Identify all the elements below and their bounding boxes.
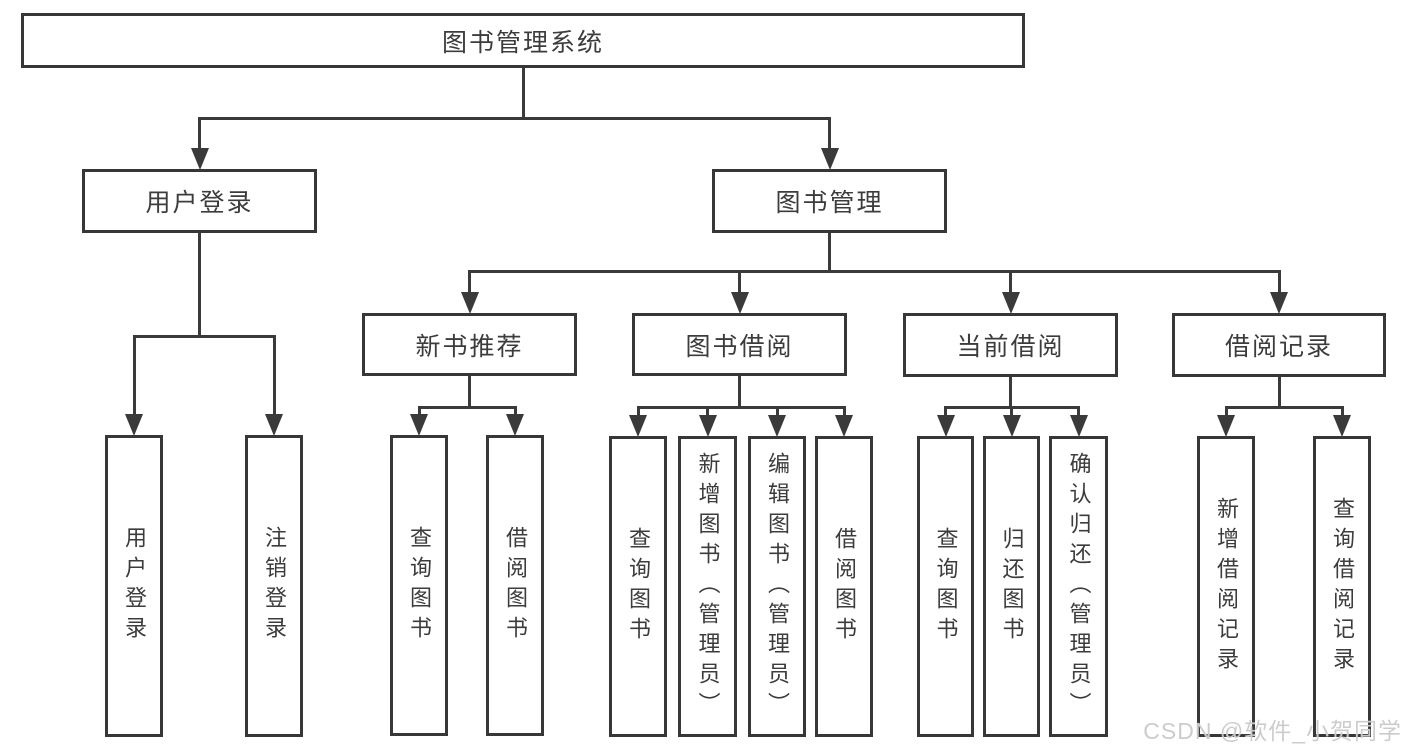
edge-drop-v-return-book xyxy=(1010,406,1013,417)
node-label-v-query-book-b: 查询图书 xyxy=(626,526,651,647)
node-v-return-book: 归还图书 xyxy=(983,436,1040,737)
csdn-watermark: CSDN @软件_小贺同学 xyxy=(1143,718,1402,744)
edge-stem-borrow-records xyxy=(1277,377,1281,409)
node-v-borrow-book-b: 借阅图书 xyxy=(815,436,873,737)
arrow-down-icon-new-book-rec xyxy=(460,292,479,314)
edge-drop-v-user-login xyxy=(132,335,136,416)
arrow-down-icon-v-logout xyxy=(265,414,283,436)
node-label-v-add-book: 新增图书（管理员） xyxy=(695,451,721,722)
node-label-new-book-rec: 新书推荐 xyxy=(415,332,524,361)
edge-stem-book-borrow xyxy=(738,376,741,409)
edge-stem-new-book-rec xyxy=(468,376,471,409)
arrow-down-icon-user-login xyxy=(190,148,209,170)
arrow-down-icon-v-query-record xyxy=(1333,415,1351,437)
node-book-borrow: 图书借阅 xyxy=(632,313,847,376)
arrow-down-icon-book-borrow xyxy=(730,292,749,314)
node-current-borrow: 当前借阅 xyxy=(903,313,1118,377)
edge-drop-v-edit-book xyxy=(775,406,779,417)
edge-stem-root xyxy=(521,68,525,120)
edge-drop-book-borrow xyxy=(738,270,741,294)
edge-rail-book-borrow xyxy=(636,406,846,409)
arrow-down-icon-v-return-book xyxy=(1002,415,1021,437)
edge-drop-v-query-book-b xyxy=(636,406,640,417)
edge-drop-new-book-rec xyxy=(468,270,471,294)
node-v-edit-book: 编辑图书（管理员） xyxy=(748,436,806,737)
node-borrow-records: 借阅记录 xyxy=(1172,313,1386,377)
edge-drop-borrow-records xyxy=(1277,270,1281,294)
node-v-user-login: 用户登录 xyxy=(105,435,163,737)
node-label-v-logout: 注销登录 xyxy=(262,526,287,646)
edge-drop-book-mgmt xyxy=(828,117,831,150)
edge-stem-book-mgmt xyxy=(828,233,831,273)
node-label-user-login: 用户登录 xyxy=(145,189,254,217)
edge-drop-v-query-book-c xyxy=(944,406,947,417)
arrow-down-icon-v-query-book-c xyxy=(936,415,955,437)
node-book-mgmt: 图书管理 xyxy=(712,169,947,233)
edge-drop-user-login xyxy=(198,117,201,150)
node-label-v-confirm-return: 确认归还（管理员） xyxy=(1066,451,1092,722)
node-v-query-record: 查询借阅记录 xyxy=(1313,436,1371,737)
node-v-add-record: 新增借阅记录 xyxy=(1197,436,1255,737)
node-label-v-user-login: 用户登录 xyxy=(122,526,147,646)
node-user-login: 用户登录 xyxy=(82,169,317,233)
node-label-root: 图书管理系统 xyxy=(441,28,604,57)
edge-rail-user-login xyxy=(132,335,276,338)
arrow-down-icon-v-query-book-a xyxy=(410,414,428,436)
arrow-down-icon-v-confirm-return xyxy=(1069,415,1088,437)
arrow-down-icon-borrow-records xyxy=(1270,292,1288,314)
edge-rail-root xyxy=(198,117,831,120)
edge-drop-v-logout xyxy=(272,335,276,416)
node-label-v-query-book-c: 查询图书 xyxy=(933,526,959,647)
edge-drop-v-query-book-a xyxy=(417,406,421,416)
arrow-down-icon-v-borrow-book-a xyxy=(506,414,524,436)
node-label-v-borrow-book-a: 借阅图书 xyxy=(503,525,528,646)
edge-drop-v-borrow-book-b xyxy=(842,406,846,417)
node-label-book-borrow: 图书借阅 xyxy=(685,332,794,361)
node-label-v-query-book-a: 查询图书 xyxy=(407,525,432,646)
node-label-v-add-record: 新增借阅记录 xyxy=(1214,496,1239,677)
edge-rail-book-mgmt xyxy=(468,270,1281,273)
node-v-query-book-b: 查询图书 xyxy=(609,436,667,737)
edge-stem-current-borrow xyxy=(1009,377,1012,409)
node-label-v-return-book: 归还图书 xyxy=(999,526,1025,647)
node-v-confirm-return: 确认归还（管理员） xyxy=(1049,436,1108,737)
node-label-borrow-records: 借阅记录 xyxy=(1224,333,1333,361)
edge-stem-user-login xyxy=(198,233,201,338)
node-v-logout: 注销登录 xyxy=(245,435,303,737)
edge-rail-borrow-records xyxy=(1224,406,1344,409)
arrow-down-icon-current-borrow xyxy=(1001,292,1020,314)
node-root: 图书管理系统 xyxy=(21,13,1025,68)
edge-drop-v-add-book xyxy=(706,406,709,417)
edge-drop-v-add-record xyxy=(1224,406,1228,417)
node-label-book-mgmt: 图书管理 xyxy=(775,189,884,217)
edge-rail-new-book-rec xyxy=(417,406,517,409)
arrow-down-icon-book-mgmt xyxy=(820,148,839,170)
arrow-down-icon-v-borrow-book-b xyxy=(835,415,853,437)
node-v-query-book-c: 查询图书 xyxy=(917,436,974,737)
edge-drop-v-query-record xyxy=(1340,406,1344,417)
node-label-v-borrow-book-b: 借阅图书 xyxy=(832,526,857,647)
edge-drop-v-borrow-book-a xyxy=(513,406,517,416)
arrow-down-icon-v-add-book xyxy=(698,415,717,437)
node-label-current-borrow: 当前借阅 xyxy=(956,333,1065,361)
edge-drop-current-borrow xyxy=(1009,270,1012,294)
node-v-add-book: 新增图书（管理员） xyxy=(678,436,737,737)
node-v-borrow-book-a: 借阅图书 xyxy=(486,435,544,736)
edge-drop-v-confirm-return xyxy=(1077,406,1080,417)
arrow-down-icon-v-add-record xyxy=(1217,415,1235,437)
arrow-down-icon-v-user-login xyxy=(125,414,143,436)
node-new-book-rec: 新书推荐 xyxy=(362,313,577,376)
arrow-down-icon-v-edit-book xyxy=(768,415,786,437)
node-label-v-edit-book: 编辑图书（管理员） xyxy=(765,451,790,722)
arrow-down-icon-v-query-book-b xyxy=(629,415,647,437)
node-label-v-query-record: 查询借阅记录 xyxy=(1330,496,1355,677)
node-v-query-book-a: 查询图书 xyxy=(390,435,448,736)
